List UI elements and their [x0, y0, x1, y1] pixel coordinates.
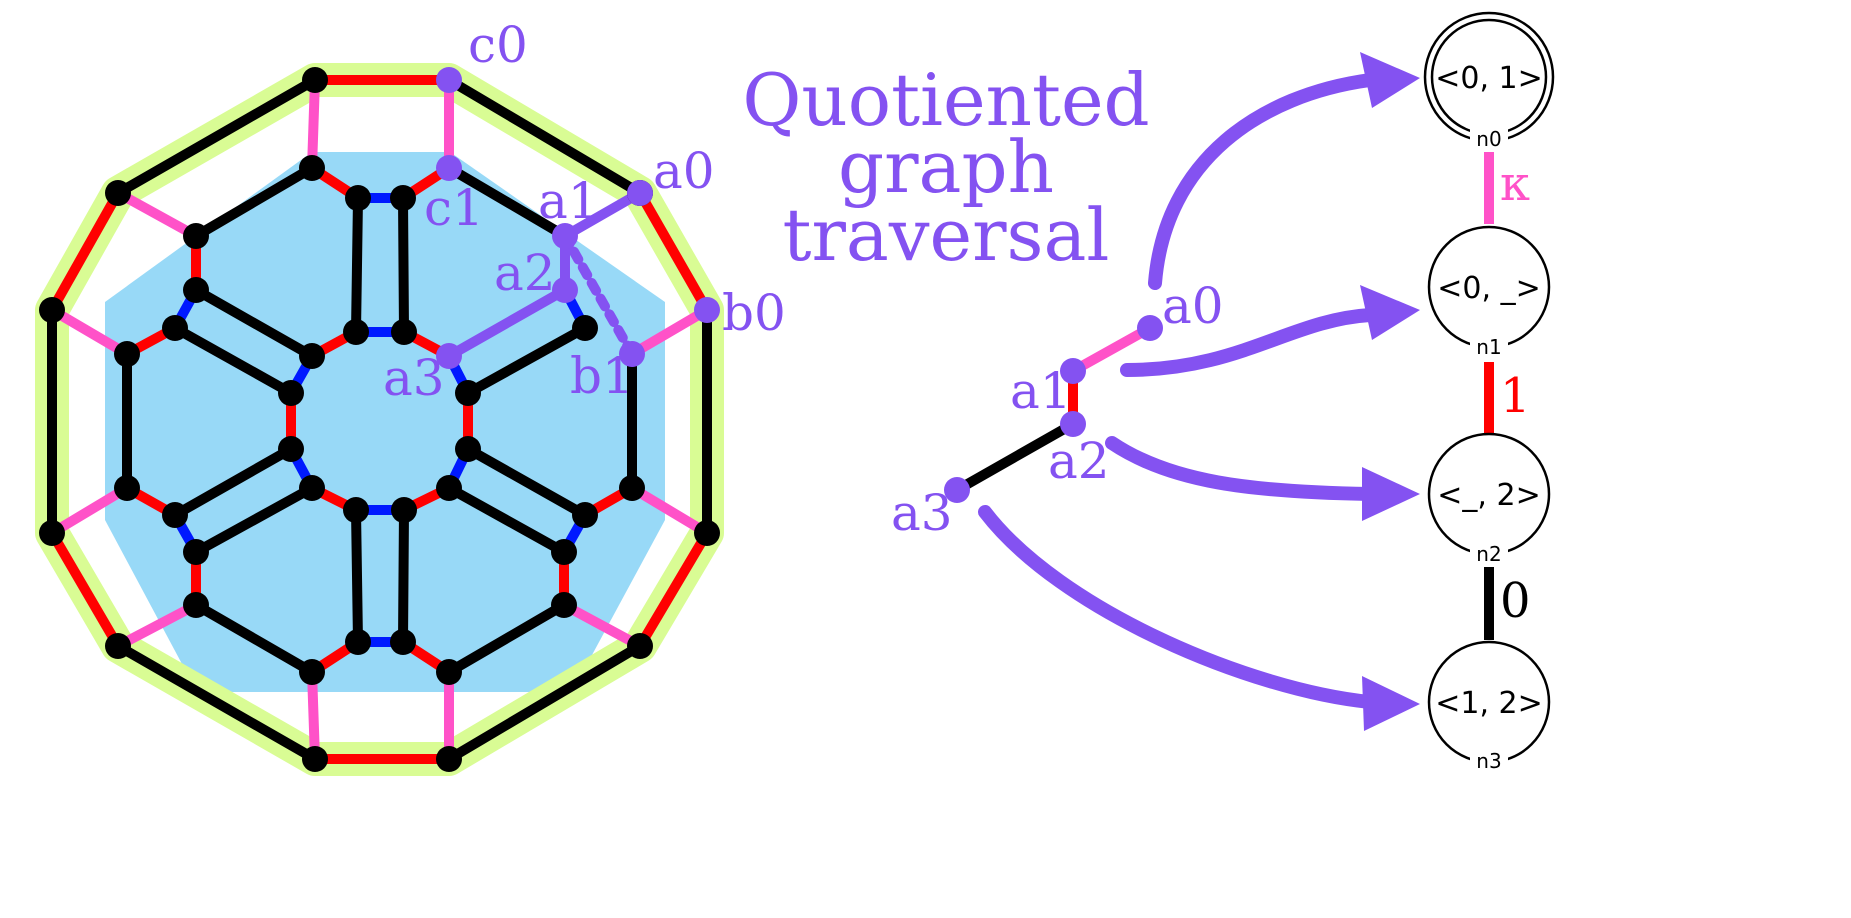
state-n1-id: n1	[1476, 335, 1501, 359]
state-n3-id: n3	[1476, 749, 1501, 773]
left-vertex-labels: c0 c1 a0 a1 a2 a3 b0 b1	[383, 16, 786, 407]
state-n3-label: <1, 2>	[1435, 686, 1543, 721]
path-edge-a0-a1	[1068, 323, 1155, 376]
state-n1-label: <0, _>	[1437, 271, 1540, 306]
arrow-a1-to-n1	[1120, 308, 1377, 377]
arrowhead-n3	[1362, 676, 1420, 731]
path-label-a0: a0	[1162, 277, 1224, 335]
path-label-a3: a3	[891, 484, 953, 542]
path-label-a2: a2	[1048, 432, 1110, 490]
arrow-heads	[1360, 52, 1420, 731]
path-label-a1: a1	[1010, 362, 1072, 420]
title-line-2: graph	[838, 125, 1054, 209]
transition-label-0: 0	[1500, 573, 1531, 629]
label-a1: a1	[538, 172, 600, 230]
label-b0: b0	[722, 284, 786, 342]
label-a3: a3	[383, 349, 445, 407]
path-vertex-a0	[1137, 315, 1163, 341]
mapping-arrows	[978, 73, 1377, 709]
hexagon-region	[105, 152, 665, 692]
label-a0: a0	[653, 142, 715, 200]
path-graph: a0 a1 a2 a3	[891, 277, 1224, 542]
label-c1: c1	[424, 179, 484, 237]
state-n0-label: <0, 1>	[1435, 61, 1543, 96]
arrowhead-n0	[1360, 52, 1420, 108]
arrow-a2-to-n2	[1105, 436, 1377, 501]
title-line-1: Quotiented	[742, 58, 1149, 142]
arrow-a0-to-n0	[1148, 73, 1377, 290]
label-b1: b1	[570, 347, 634, 405]
state-n2-id: n2	[1476, 542, 1501, 566]
transition-label-1: 1	[1500, 368, 1531, 424]
path-edge-a2-a3	[952, 419, 1078, 495]
state-n0-id: n0	[1476, 127, 1501, 151]
automaton: κ 1 0 <0, 1> <0, _> <_, 2> <1, 2> n0 n1 …	[1423, 11, 1555, 773]
title-line-3: traversal	[783, 193, 1110, 277]
transition-label-kappa: κ	[1500, 156, 1530, 212]
vertex-group	[39, 67, 720, 772]
arrow-a3-to-n3	[978, 505, 1377, 709]
path-vertex-a2	[1060, 411, 1086, 437]
arrowhead-n1	[1360, 285, 1420, 340]
state-n2-label: <_, 2>	[1437, 478, 1540, 513]
left-graph: c0 c1 a0 a1 a2 a3 b0 b1	[35, 16, 786, 776]
path-vertex-a1	[1060, 358, 1086, 384]
path-vertex-a3	[944, 477, 970, 503]
arrowhead-n2	[1362, 467, 1420, 521]
label-c0: c0	[468, 16, 528, 74]
label-a2: a2	[494, 244, 556, 302]
title: Quotiented graph traversal	[742, 58, 1149, 277]
